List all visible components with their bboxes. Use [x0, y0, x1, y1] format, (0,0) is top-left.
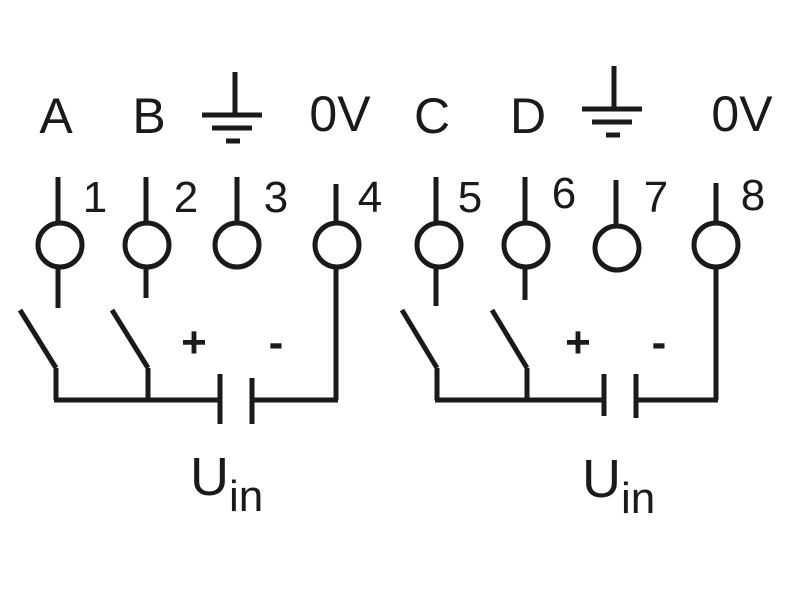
supply-subscript: in [229, 472, 263, 521]
minus-sign: - [269, 318, 284, 367]
input-label-d: D [510, 88, 546, 144]
terminal-number-1: 1 [83, 173, 107, 222]
ground-icon [582, 66, 642, 138]
input-label-b: B [132, 88, 165, 144]
battery-symbol [217, 374, 255, 424]
zero-volt-label: 0V [711, 86, 773, 142]
switch-c [399, 308, 440, 400]
supply-symbol: U [582, 449, 621, 509]
plus-sign: + [181, 318, 207, 367]
terminal-7 [592, 180, 642, 273]
input-label-a: A [39, 88, 73, 144]
terminal-3 [212, 177, 262, 270]
terminal-number-5: 5 [458, 173, 482, 222]
supply-voltage-label: Uin [190, 447, 263, 521]
minus-sign: - [652, 318, 667, 367]
terminal-number-7: 7 [644, 173, 668, 222]
ground-icon [202, 72, 262, 144]
input-label-c: C [414, 88, 450, 144]
terminal-number-4: 4 [358, 173, 382, 222]
supply-symbol: U [190, 447, 229, 507]
terminal-2 [122, 177, 172, 298]
terminal-number-8: 8 [741, 171, 765, 220]
switch-a [17, 308, 59, 400]
terminal-8 [691, 183, 741, 400]
supply-subscript: in [621, 474, 655, 523]
terminal-number-2: 2 [174, 173, 198, 222]
terminal-6 [501, 177, 551, 300]
switch-d [489, 308, 530, 400]
supply-voltage-label: Uin [582, 449, 655, 523]
terminal-1 [35, 177, 85, 308]
connector-group-left: A B 0V 1 2 3 4 [17, 72, 382, 521]
terminal-number-6: 6 [552, 169, 576, 218]
terminal-number-3: 3 [264, 173, 288, 222]
plus-sign: + [565, 318, 591, 367]
zero-volt-label: 0V [309, 86, 371, 142]
connector-group-right: C D 0V 5 6 7 8 [399, 66, 773, 523]
terminal-4 [312, 184, 362, 400]
terminal-5 [414, 177, 464, 306]
battery-symbol [601, 374, 639, 418]
switch-b [109, 308, 151, 400]
